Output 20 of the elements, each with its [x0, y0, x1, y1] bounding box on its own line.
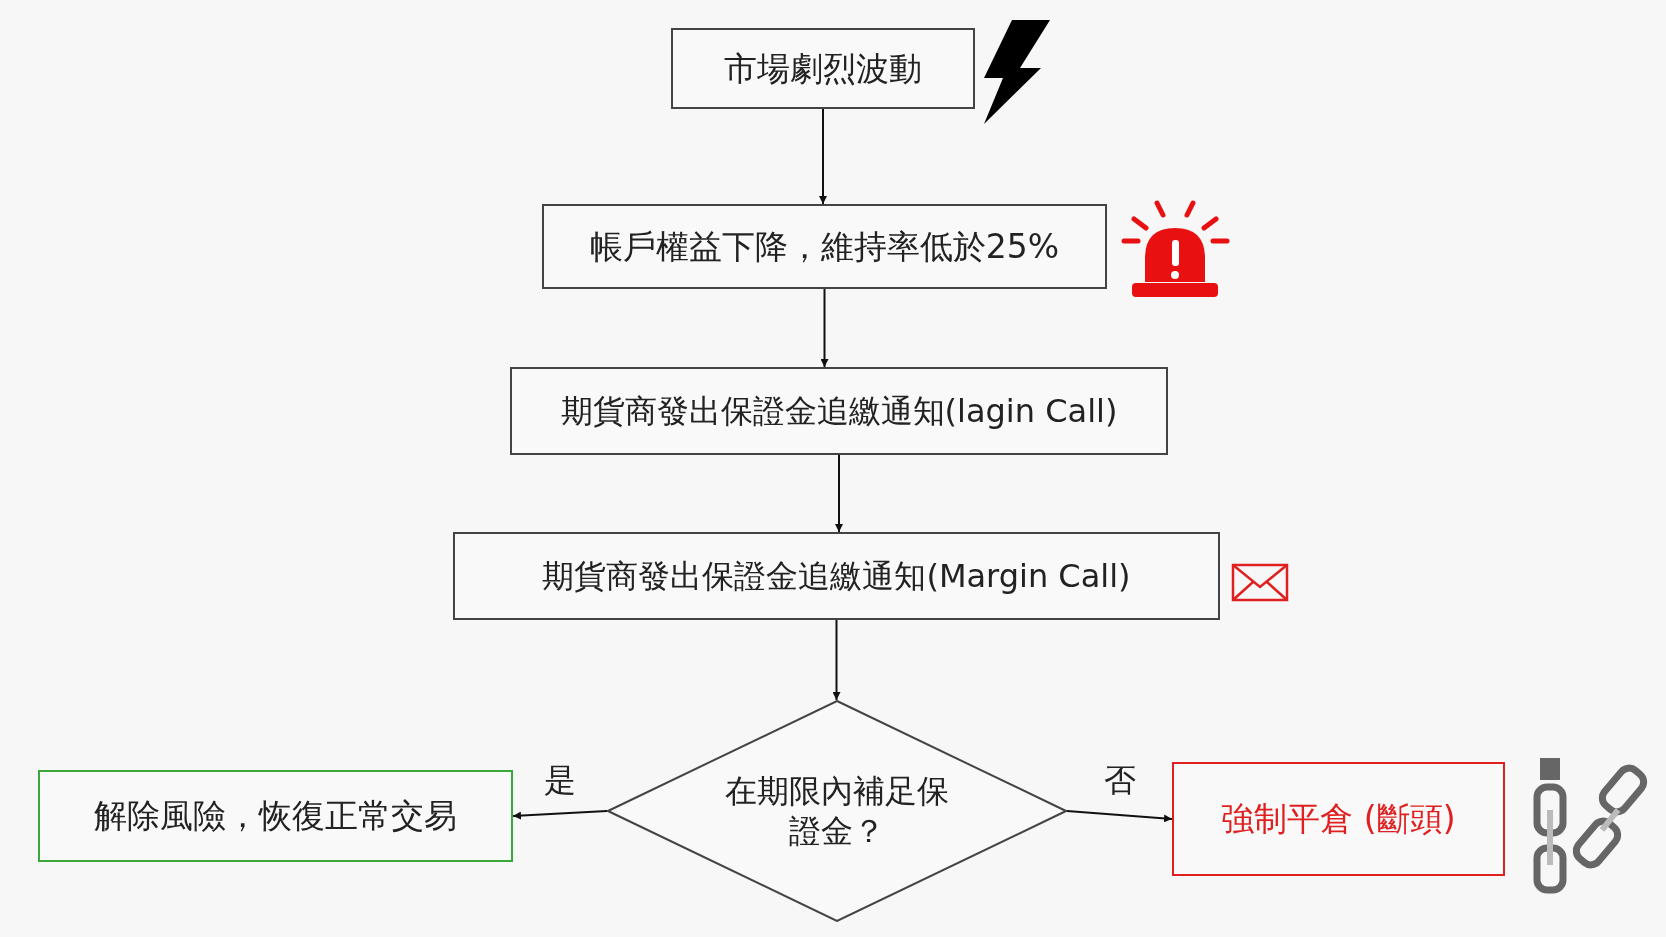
node-text: 強制平倉 (斷頭) [1221, 798, 1456, 840]
arrow [820, 288, 829, 368]
process-box [453, 532, 1220, 620]
process-box [510, 367, 1168, 455]
decision-diamond [607, 700, 1067, 922]
node-text: 解除風險，恢復正常交易 [94, 795, 457, 837]
arrow [819, 108, 827, 205]
process-box [671, 28, 975, 109]
node-text: 市場劇烈波動 [724, 47, 922, 90]
arrow [512, 810, 608, 820]
node-text: 在期限內補足保證金？ [724, 771, 950, 851]
node-text: 期貨商發出保證金追繳通知(Margin Call) [542, 556, 1131, 596]
arrow [832, 619, 841, 701]
arrow [835, 454, 843, 533]
node-text: 帳戶權益下降，維持率低於25% [589, 225, 1060, 268]
process-box [542, 204, 1107, 289]
process-box [38, 770, 513, 862]
arrow [1066, 810, 1173, 823]
process-box [1172, 762, 1505, 876]
node-text: 期貨商發出保證金追繳通知(lagin Call) [560, 391, 1118, 431]
